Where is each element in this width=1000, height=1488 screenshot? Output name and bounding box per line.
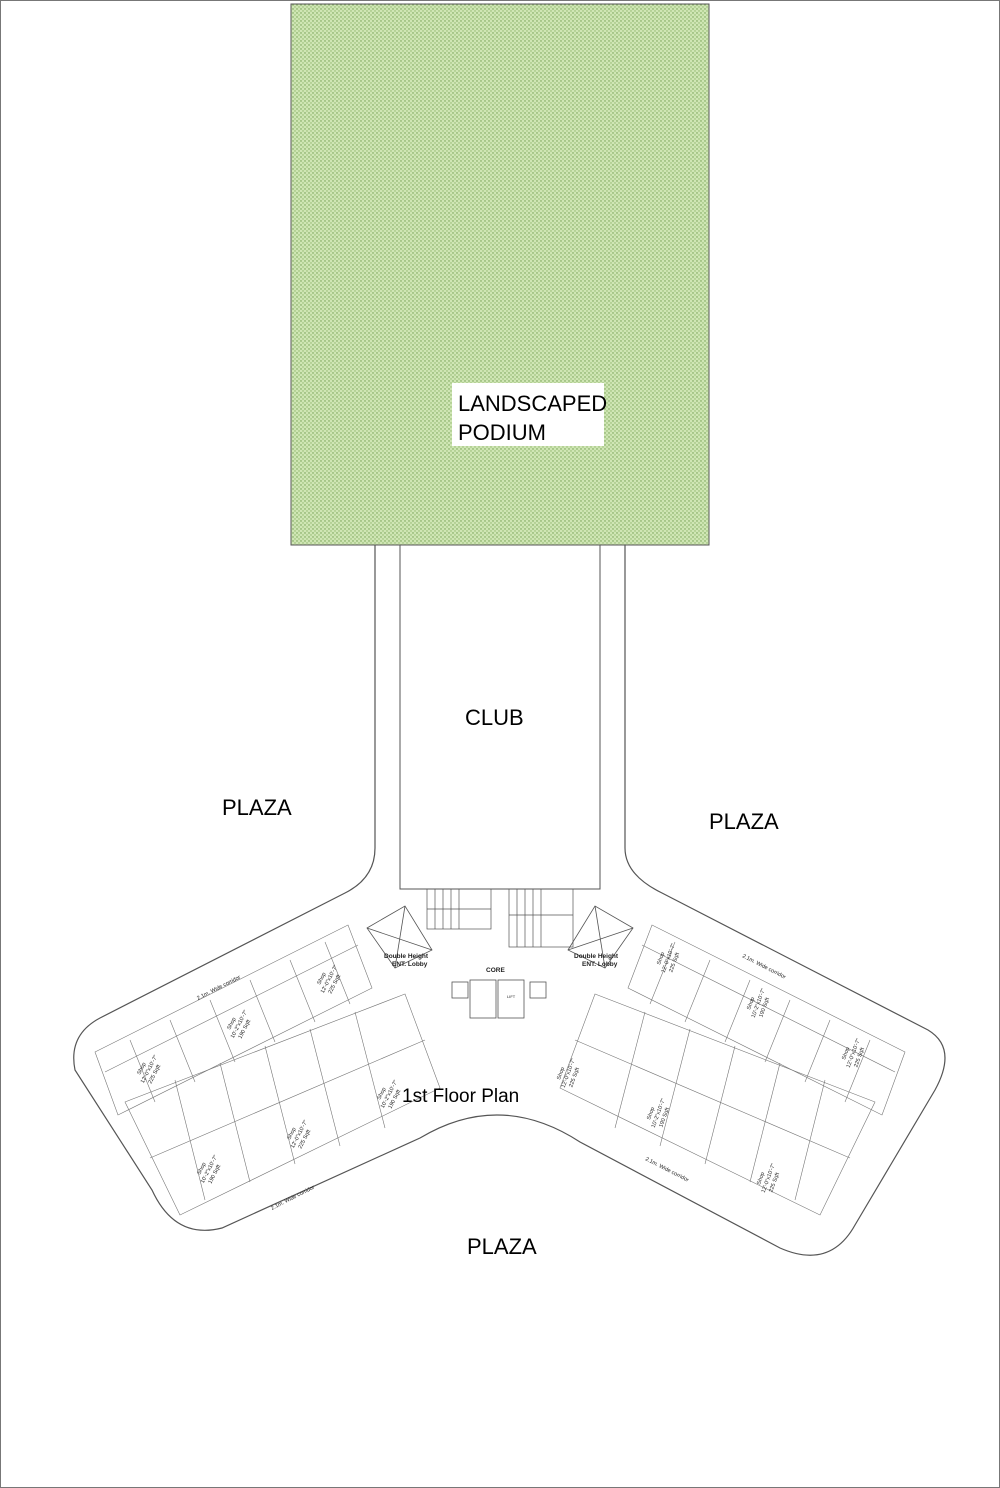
lobby-label-right-line1: Double Height: [574, 953, 619, 960]
shop-label: Shop: [226, 1017, 237, 1031]
lobby-roof-left: [366, 905, 433, 969]
shop-label: Shop: [136, 1062, 147, 1076]
lobby-label-right-line2: ENT. Lobby: [582, 961, 618, 968]
shop-label: Shop: [746, 997, 756, 1011]
podium-label-line1: LANDSCAPED: [458, 391, 607, 416]
plaza-label-bottom: PLAZA: [467, 1234, 537, 1259]
shop-label: Shop: [646, 1107, 656, 1121]
core-label: CORE: [486, 967, 505, 974]
lift-label: LIFT: [507, 994, 516, 999]
podium-label-box: [452, 383, 604, 446]
shop-labels-left: Shop 12'-0"x10'-7" 225 Sqft Shop 10'-2"x…: [136, 964, 402, 1185]
shop-label: Shop: [376, 1087, 387, 1101]
lobby-label-left-line2: ENT. Lobby: [392, 961, 428, 968]
shop-label: Shop: [286, 1127, 297, 1141]
plaza-label-right: PLAZA: [709, 809, 779, 834]
club-label: CLUB: [465, 705, 524, 730]
shop-label: Shop: [841, 1047, 851, 1061]
shop-grid-left-upper: [94, 924, 373, 1116]
podium-label-line2: PODIUM: [458, 420, 546, 445]
corridor-label-lower-left: 2.1m. Wide corridor: [270, 1185, 316, 1212]
shop-label: Shop: [556, 1067, 566, 1081]
shop-grid-right-lower: [559, 993, 876, 1216]
plaza-label-left: PLAZA: [222, 795, 292, 820]
shop-grid-right-upper: [627, 924, 906, 1116]
building-outline: [73, 545, 946, 1256]
shop-label: Shop: [196, 1162, 207, 1176]
shop-label: Shop: [316, 972, 327, 986]
shop-label: Shop: [656, 952, 666, 966]
plan-caption: 1st Floor Plan: [402, 1086, 519, 1107]
staircase-right: [508, 888, 574, 948]
lobby-roof-right: [567, 905, 634, 969]
staircase-left: [426, 888, 492, 930]
core-lifts: [451, 979, 547, 1019]
club-block: [399, 544, 601, 890]
shop-grid-left-lower: [124, 993, 441, 1216]
corridor-label-upper-right: 2.1m. Wide corridor: [741, 953, 787, 980]
lobby-label-left-line1: Double Height: [384, 953, 429, 960]
shop-labels-right: Shop 12'-0"x10'-7" 225 Sqft Shop 10'-2"x…: [556, 943, 866, 1194]
shop-label: Shop: [756, 1172, 766, 1186]
corridor-label-upper-left: 2.1m. Wide corridor: [196, 975, 242, 1002]
landscaped-podium: [290, 3, 710, 546]
